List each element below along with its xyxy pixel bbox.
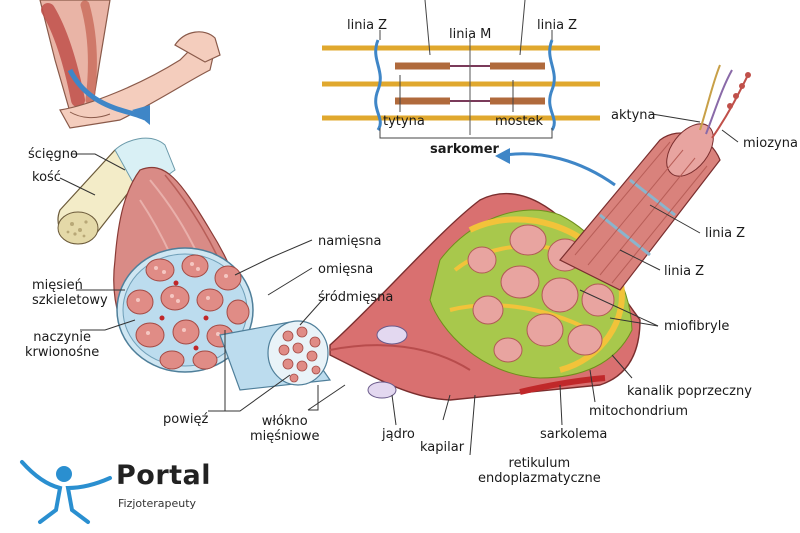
label-miesien-line1: mięsień [32,278,83,293]
leader-lines [59,113,739,456]
label-naczynie-line2: krwionośne [25,345,100,360]
label-miesien-line2: szkieletowy [32,293,108,308]
label-aktyna: aktyna [611,108,656,123]
label-naczynie-line1: naczynie [33,330,91,345]
fascicle [219,320,332,391]
label-retikulum-line2: endoplazmatyczne [478,471,601,486]
label-namiesna: namięsna [318,234,382,249]
label-kanalik: kanalik poprzeczny [627,384,752,399]
label-mostek: mostek [495,114,544,129]
label-miesien: mięsień szkieletowy [32,278,108,308]
label-powiez: powięź [163,412,209,427]
label-sarkolema: sarkolema [540,427,608,442]
label-kosc: kość [32,170,61,185]
bone-tendon-muscle [57,137,254,373]
label-mitochondrium: mitochondrium [589,404,689,419]
label-retikulum: retikulum endoplazmatyczne [478,456,601,486]
logo-figure [20,460,112,524]
arm-illustration [39,0,221,129]
logo-subtitle: Fizjoterapeuty [118,497,197,510]
myofibril-cylinder [495,64,751,291]
label-linia-m: linia M [449,27,492,42]
label-miofibryle: miofibryle [664,319,730,334]
label-wlokno-line1: włókno [261,414,308,429]
label-naczynie: naczynie krwionośne [25,330,99,360]
label-jadro: jądro [382,427,415,442]
label-linia-z-fiber-1: linia Z [705,226,746,241]
label-wlokno-line2: mięśniowe [250,429,320,444]
label-miozyna: miozyna [743,136,798,151]
label-sciegno: ścięgno [28,147,78,162]
label-omiesna: omięsna [318,262,374,277]
sarcomere [322,0,600,139]
label-linia-z-left: linia Z [347,18,388,33]
label-wlokno: włókno mięśniowe [250,414,319,444]
label-sarkomer: sarkomer [430,142,499,157]
label-retikulum-line1: retikulum [508,456,571,471]
label-srodmiesna: śródmięsna [318,290,394,305]
label-tytyna: tytyna [383,114,425,129]
label-linia-z-right: linia Z [537,18,578,33]
label-linia-z-fiber-2: linia Z [664,264,705,279]
label-kapilar: kapilar [420,440,465,455]
logo-title: Portal [116,460,212,491]
